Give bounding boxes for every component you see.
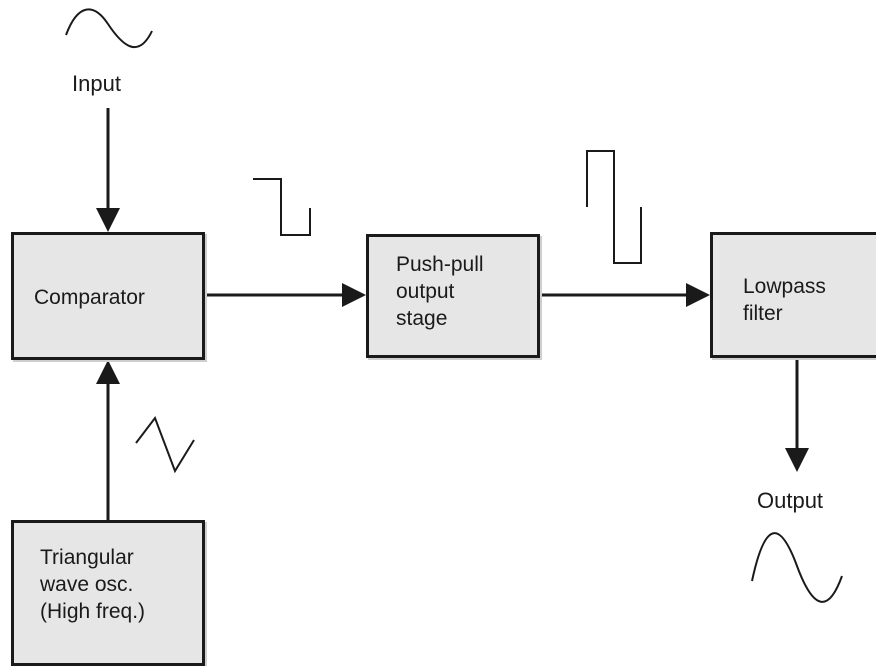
- push-pull-block: Push-pull output stage: [366, 234, 540, 358]
- lowpass-to-output-arrow: [785, 358, 809, 472]
- input-arrow: [96, 108, 120, 232]
- lowpass-filter-label: Lowpass filter: [743, 275, 826, 325]
- oscillator-block: Triangular wave osc. (High freq.): [11, 520, 205, 666]
- oscillator-label: Triangular wave osc. (High freq.): [40, 546, 146, 623]
- square-wave-icon: [586, 150, 642, 264]
- sine-wave-icon: [751, 532, 843, 603]
- lowpass-filter-block: Lowpass filter: [710, 232, 876, 358]
- push-pull-label: Push-pull output stage: [396, 253, 484, 330]
- input-label: Input: [72, 71, 121, 96]
- square-wave-icon: [253, 178, 311, 236]
- oscillator-arrow: [96, 360, 120, 522]
- sine-wave-icon: [65, 8, 153, 48]
- pushpull-to-lowpass-arrow: [540, 283, 710, 307]
- output-label: Output: [757, 488, 824, 513]
- comparator-block: Comparator: [11, 232, 205, 360]
- triangle-wave-icon: [135, 415, 195, 474]
- comparator-to-pushpull-arrow: [204, 283, 366, 307]
- comparator-label: Comparator: [34, 286, 145, 309]
